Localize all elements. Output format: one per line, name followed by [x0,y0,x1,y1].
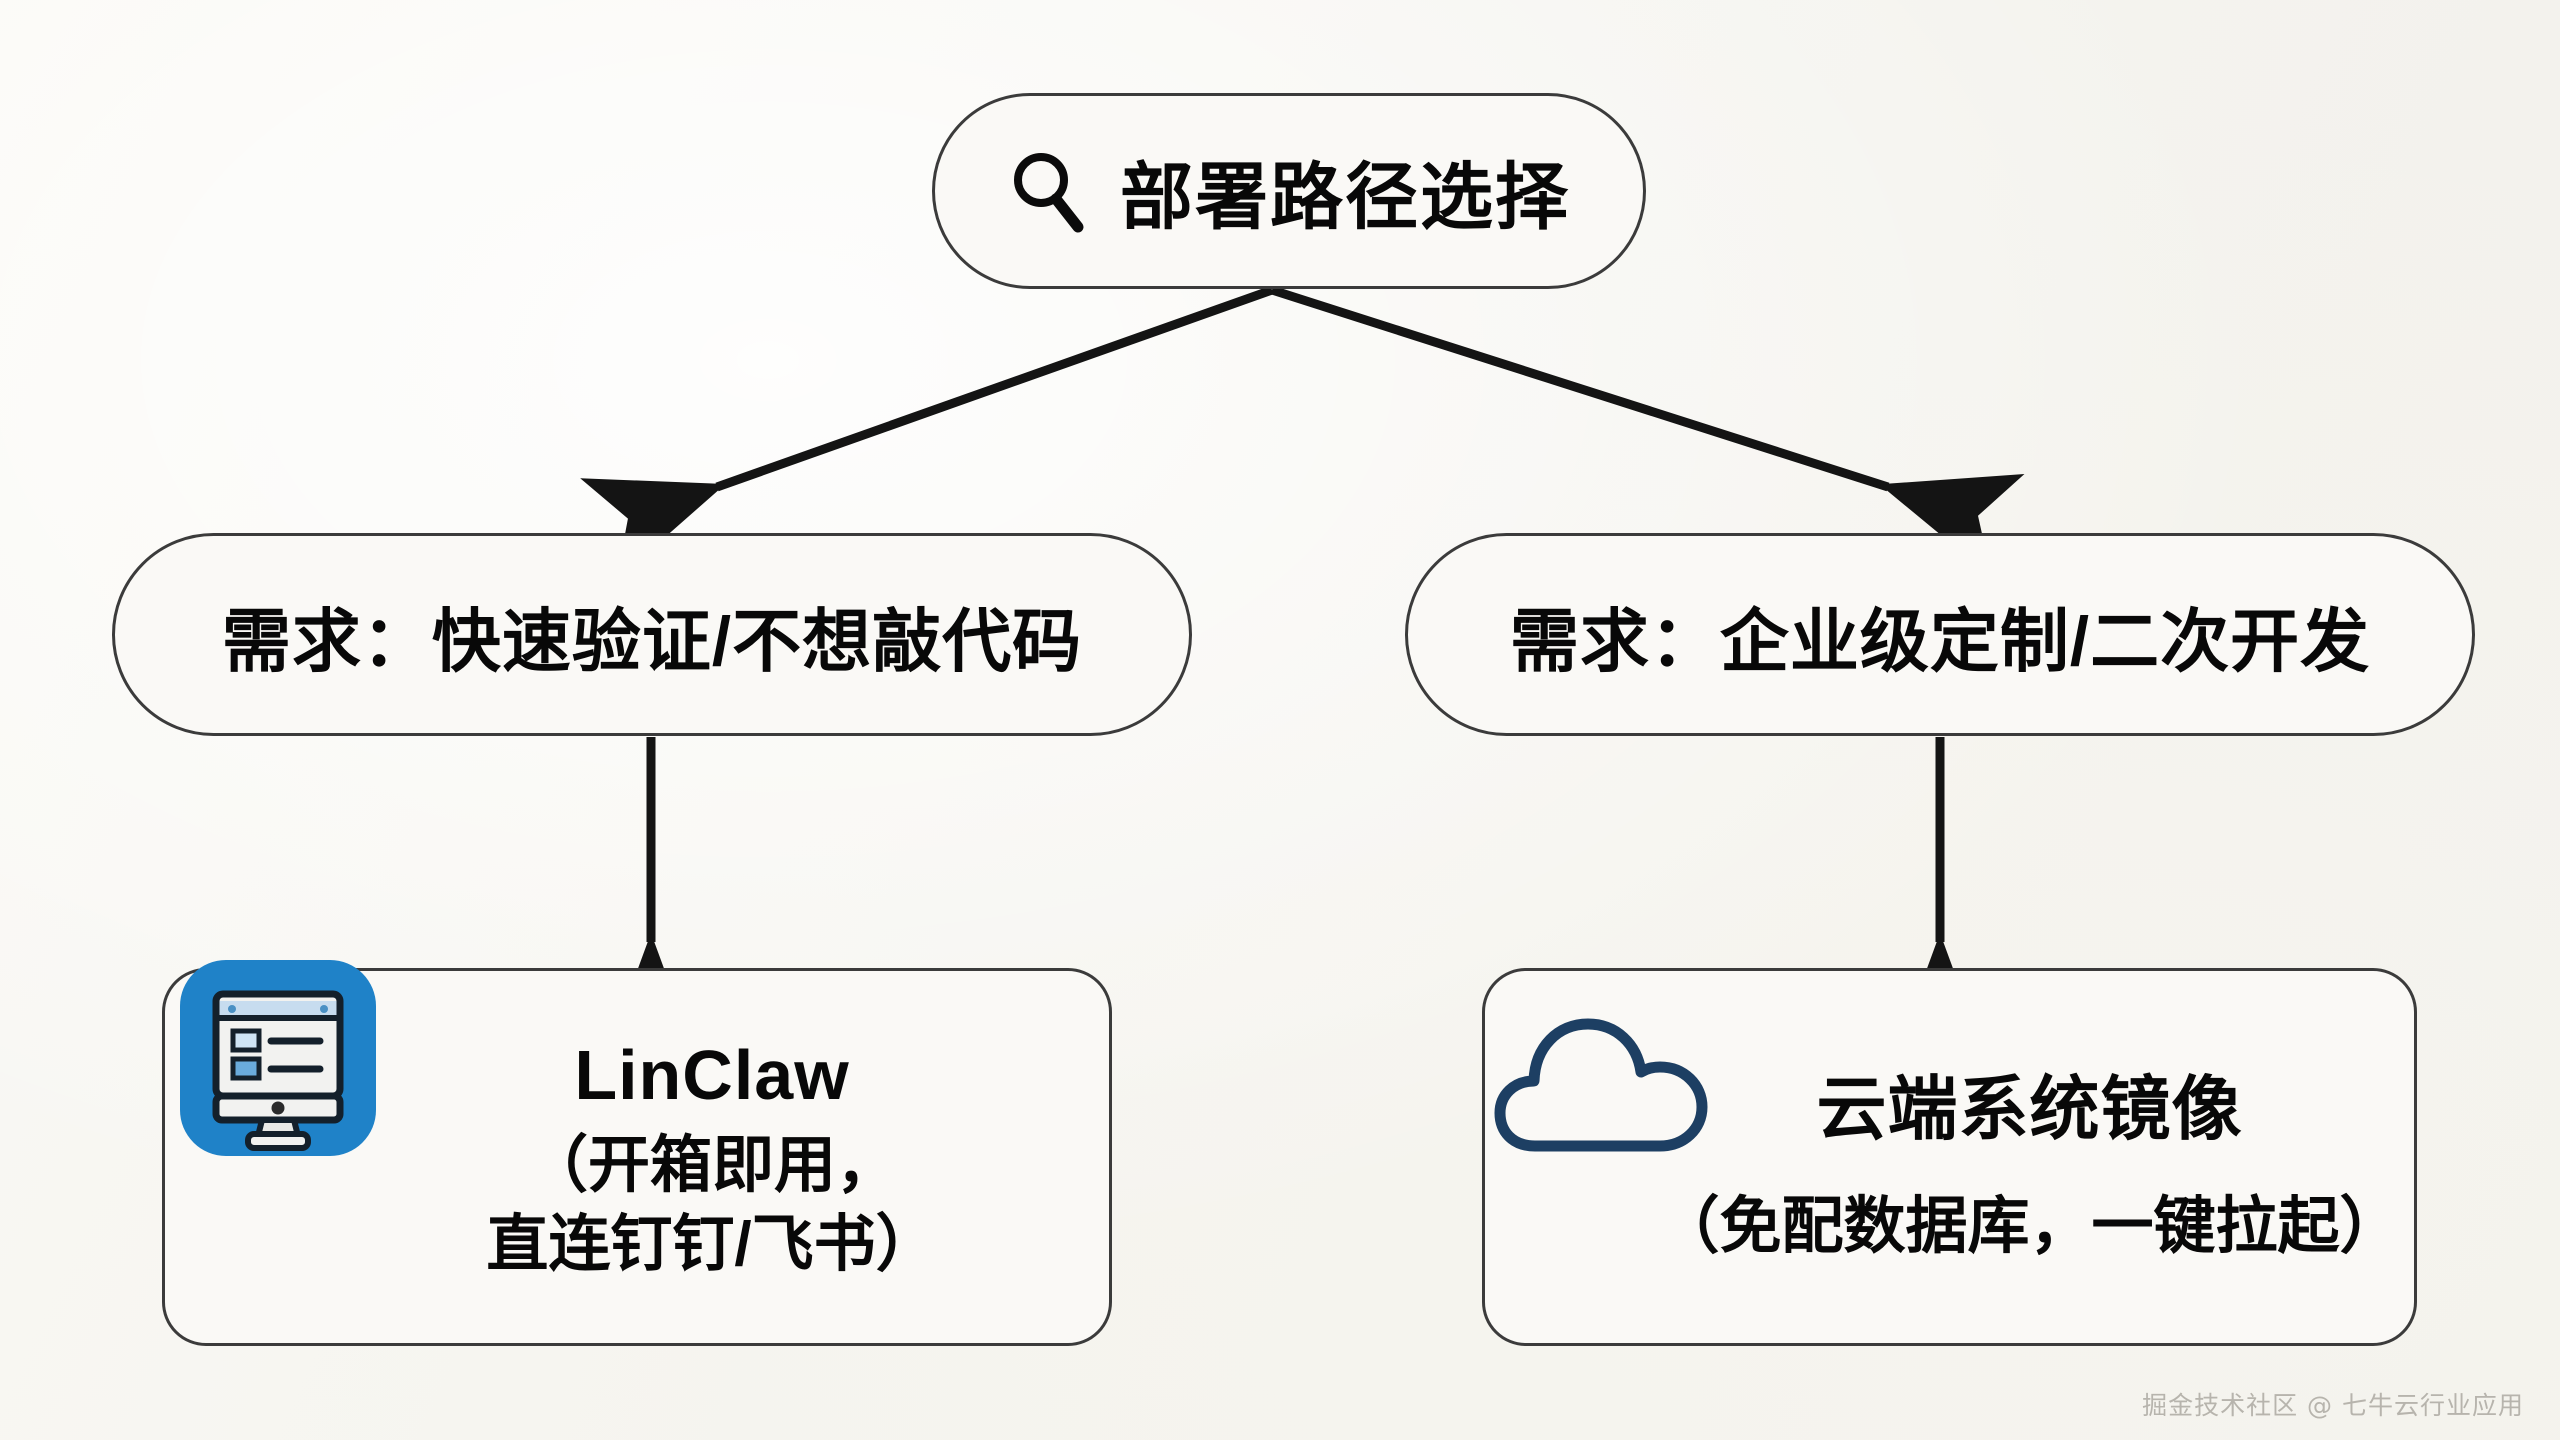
node-cloud-system-image[interactable]: 云端系统镜像 （免配数据库，一键拉起） [1482,968,2417,1346]
node-branch-left-label: 需求：快速验证/不想敲代码 [221,602,1083,680]
cloud-image-title: 云端系统镜像 [1816,1069,2243,1148]
cloud-image-text-block: 云端系统镜像 （免配数据库，一键拉起） [1485,1053,2414,1261]
linclaw-text-block: LinClaw （开箱即用， 直连钉钉/飞书） [165,1035,1109,1280]
cloud-icon [1494,1018,1708,1152]
cloud-image-subtitle-line1: （免配数据库，一键拉起） [1657,1191,2402,1261]
edge-root-to-right-branch [1270,285,2025,577]
node-requirement-quick-validation[interactable]: 需求：快速验证/不想敲代码 [112,533,1192,736]
linclaw-subtitle-line2: 直连钉钉/飞书） [486,1210,938,1279]
edge-root-to-left-branch [580,285,1274,581]
linclaw-subtitle-line1: （开箱即用， [525,1130,898,1200]
desktop-app-icon [180,960,376,1156]
node-deployment-path-choice[interactable]: 部署路径选择 [932,93,1646,289]
node-root-label: 部署路径选择 [1120,157,1570,238]
search-icon [1014,153,1084,233]
watermark-text: 掘金技术社区 @ 七牛云行业应用 [2142,1391,2524,1420]
node-requirement-enterprise-customization[interactable]: 需求：企业级定制/二次开发 [1405,533,2475,736]
linclaw-title: LinClaw [574,1035,850,1114]
node-branch-right-label: 需求：企业级定制/二次开发 [1509,602,2371,680]
